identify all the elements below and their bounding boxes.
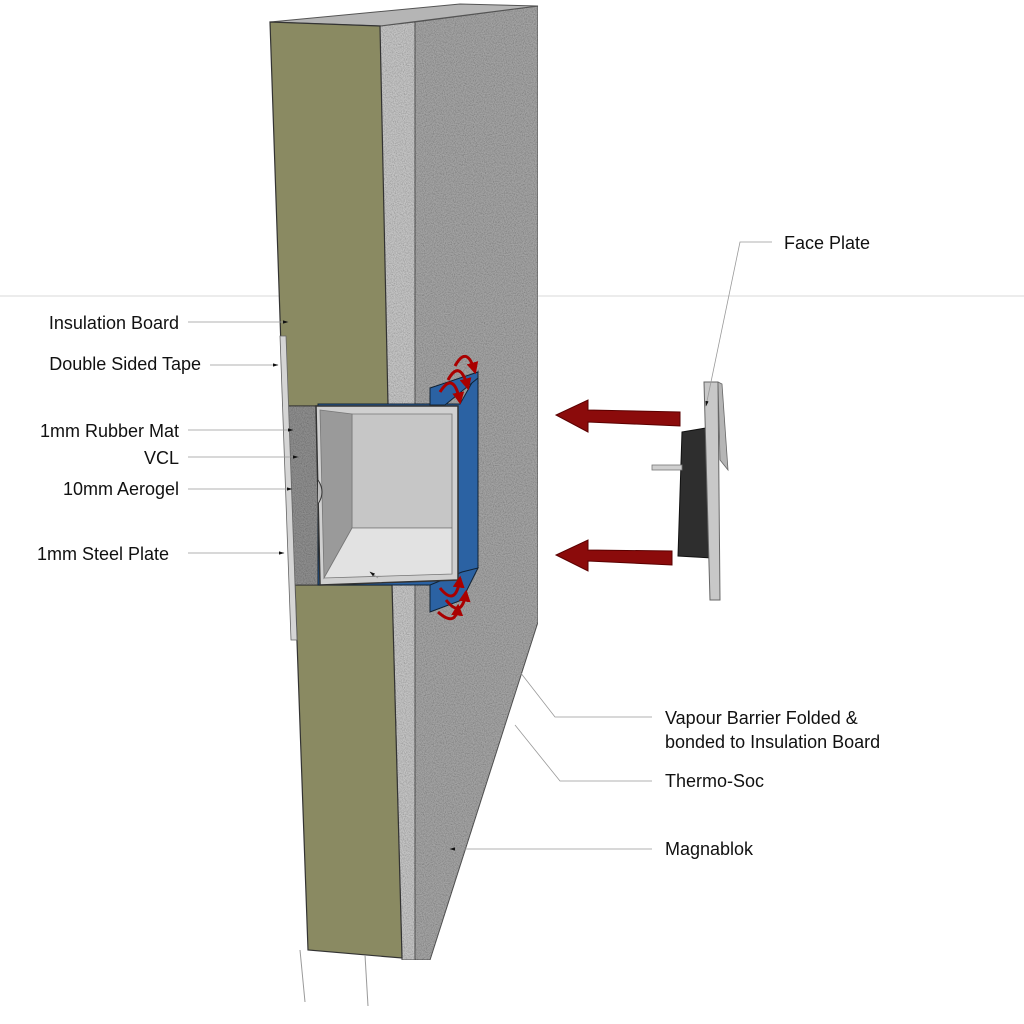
thermo-soc-floor	[323, 527, 453, 579]
label-vcl: VCL	[143, 448, 179, 468]
insulation-board-lower	[294, 584, 403, 959]
backbox-pin	[651, 464, 683, 471]
label-thermo-soc: Thermo-Soc	[665, 771, 765, 791]
aerogel-bump	[317, 479, 323, 505]
label-magnablok: Magnablok	[665, 839, 754, 859]
thermo-soc-back-wall	[351, 413, 453, 529]
label-steel-plate: 1mm Steel Plate	[36, 544, 169, 564]
face-plate-side	[717, 381, 729, 472]
label-double-sided-tape: Double Sided Tape	[49, 354, 201, 374]
label-vapour-barrier: Vapour Barrier Folded & bonded to Insula…	[665, 708, 881, 752]
insert-arrow-bottom	[554, 539, 673, 572]
insert-arrow-top	[554, 399, 681, 433]
leader-lines	[188, 241, 772, 851]
face-plate	[703, 381, 721, 601]
fold-arrows-top	[438, 355, 479, 405]
label-aerogel: 10mm Aerogel	[62, 479, 179, 499]
label-face-plate: Face Plate	[784, 233, 871, 253]
fold-arrows-bottom	[437, 575, 471, 621]
insulation-board-upper	[269, 21, 389, 407]
label-rubber-mat: 1mm Rubber Mat	[39, 421, 179, 441]
label-insulation-board: Insulation Board	[48, 313, 179, 333]
